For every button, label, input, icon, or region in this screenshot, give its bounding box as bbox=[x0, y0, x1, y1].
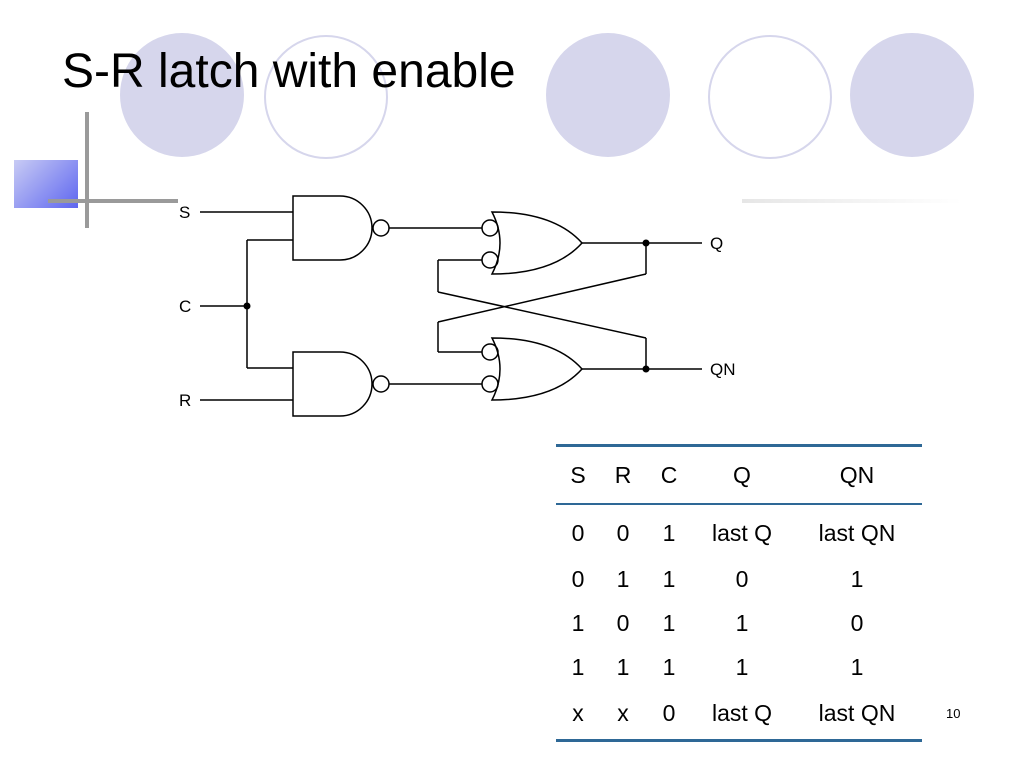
or-bottom-bubble-1 bbox=[481, 343, 499, 361]
cell-qn: last QN bbox=[818, 519, 896, 546]
table-row: x x 0 last Q last QN bbox=[556, 689, 922, 741]
decorative-circle-3 bbox=[850, 33, 974, 157]
crosshair-horizontal-line bbox=[48, 199, 178, 203]
truth-table: S R C Q QN 0 0 1 last Q last QN 0 1 1 0 … bbox=[556, 444, 922, 742]
header-c: C bbox=[646, 445, 692, 505]
label-s: S bbox=[179, 203, 190, 222]
cell-r: 0 bbox=[616, 609, 630, 636]
header-r: R bbox=[600, 445, 646, 505]
nand-bottom-bubble bbox=[372, 375, 390, 393]
decorative-ring-2 bbox=[708, 35, 832, 159]
cell-s: 0 bbox=[571, 565, 585, 592]
truth-table-header-row: S R C Q QN bbox=[556, 445, 922, 505]
cell-c: 1 bbox=[662, 609, 676, 636]
cell-c: 1 bbox=[662, 519, 676, 546]
header-q: Q bbox=[692, 445, 792, 505]
cell-s: 0 bbox=[571, 519, 585, 546]
table-row: 0 0 1 last Q last QN bbox=[556, 504, 922, 557]
header-qn: QN bbox=[792, 445, 922, 505]
nand-gate-top bbox=[292, 195, 373, 261]
cell-q: last Q bbox=[711, 519, 773, 546]
nand-top-bubble bbox=[372, 219, 390, 237]
label-c: C bbox=[179, 297, 191, 316]
decorative-circle-2 bbox=[546, 33, 670, 157]
crosshair-vertical-line bbox=[85, 112, 89, 228]
or-gate-top bbox=[490, 211, 584, 275]
slide-title: S-R latch with enable bbox=[62, 45, 516, 98]
cell-c: 1 bbox=[662, 653, 676, 680]
cell-qn: 1 bbox=[850, 565, 864, 592]
wire-q-feedback-cross bbox=[437, 273, 647, 323]
or-bottom-bubble-2 bbox=[481, 375, 499, 393]
cell-s: 1 bbox=[571, 609, 585, 636]
cell-r: x bbox=[617, 699, 629, 726]
divider-fade-line bbox=[742, 199, 962, 203]
label-q: Q bbox=[710, 234, 723, 253]
cell-q: last Q bbox=[711, 699, 773, 726]
label-qn: QN bbox=[710, 360, 736, 379]
cell-qn: last QN bbox=[818, 699, 896, 726]
cell-s: x bbox=[572, 699, 584, 726]
wire-qn-feedback-cross bbox=[437, 291, 647, 339]
table-row: 1 0 1 1 0 bbox=[556, 601, 922, 645]
label-r: R bbox=[179, 391, 191, 410]
cell-r: 1 bbox=[616, 565, 630, 592]
junction-qn bbox=[642, 365, 650, 373]
decorative-circle-1 bbox=[120, 33, 244, 157]
or-top-bubble-1 bbox=[481, 219, 499, 237]
cell-qn: 0 bbox=[850, 609, 864, 636]
cell-q: 1 bbox=[735, 653, 749, 680]
page-number: 10 bbox=[946, 706, 961, 721]
cell-qn: 1 bbox=[850, 653, 864, 680]
cell-q: 1 bbox=[735, 609, 749, 636]
cell-s: 1 bbox=[571, 653, 585, 680]
cell-c: 1 bbox=[662, 565, 676, 592]
or-top-bubble-2 bbox=[481, 251, 499, 269]
cell-q: 0 bbox=[735, 565, 749, 592]
nand-gate-bottom bbox=[292, 351, 373, 417]
header-s: S bbox=[556, 445, 600, 505]
cell-r: 0 bbox=[616, 519, 630, 546]
or-gate-bottom bbox=[490, 337, 584, 401]
table-row: 1 1 1 1 1 bbox=[556, 645, 922, 689]
cell-r: 1 bbox=[616, 653, 630, 680]
decorative-ring-1 bbox=[264, 35, 388, 159]
junction-q bbox=[642, 239, 650, 247]
table-row: 0 1 1 0 1 bbox=[556, 557, 922, 601]
cell-c: 0 bbox=[662, 699, 676, 726]
junction-c bbox=[243, 302, 251, 310]
